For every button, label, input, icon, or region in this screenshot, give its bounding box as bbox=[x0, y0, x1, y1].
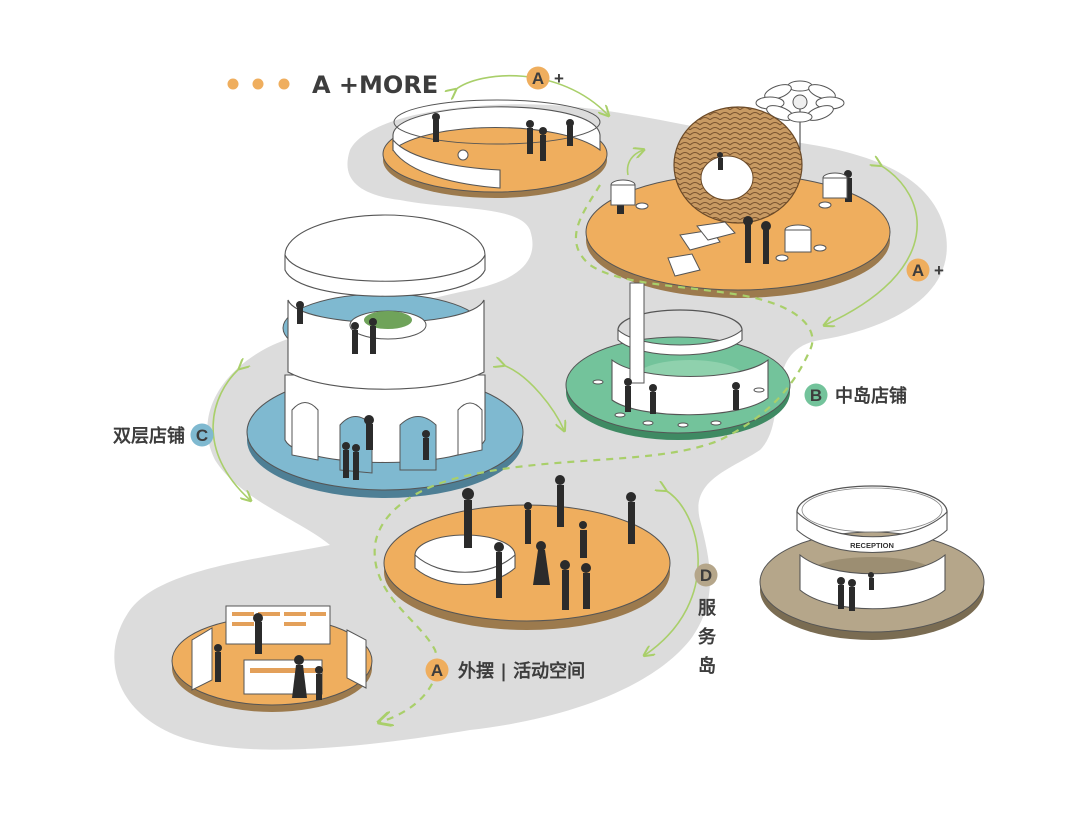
header-title: A +MORE bbox=[312, 71, 438, 99]
svg-text:B: B bbox=[810, 386, 822, 405]
header-dot-1 bbox=[228, 79, 239, 90]
platform-c-double-store bbox=[247, 215, 523, 498]
svg-text:A: A bbox=[532, 69, 544, 88]
header-dot-2 bbox=[253, 79, 264, 90]
badge-a-plus-right: A + bbox=[907, 259, 945, 282]
svg-text:A: A bbox=[431, 661, 443, 680]
header-dot-3 bbox=[279, 79, 290, 90]
badge-b: B 中岛店铺 bbox=[805, 384, 908, 408]
svg-text:C: C bbox=[196, 426, 208, 445]
label-service-3: 岛 bbox=[698, 655, 716, 677]
badge-c: C 双层店铺 bbox=[113, 424, 214, 448]
svg-text:A: A bbox=[912, 261, 924, 280]
svg-text:+: + bbox=[554, 69, 564, 88]
platform-a-plus-right bbox=[586, 81, 890, 298]
reception-sign: RECEPTION bbox=[850, 541, 894, 550]
label-island-store: 中岛店铺 bbox=[835, 385, 907, 407]
label-service-2: 务 bbox=[698, 626, 717, 648]
label-service-1: 服 bbox=[698, 598, 717, 619]
platform-d-service-island: RECEPTION bbox=[760, 486, 984, 640]
svg-text:+: + bbox=[934, 261, 944, 280]
badge-a-plus-top: A + bbox=[527, 67, 565, 90]
label-outdoor-activity: 外摆 | 活动空间 bbox=[458, 660, 585, 682]
label-double-store: 双层店铺 bbox=[113, 425, 185, 447]
svg-text:D: D bbox=[700, 566, 712, 585]
